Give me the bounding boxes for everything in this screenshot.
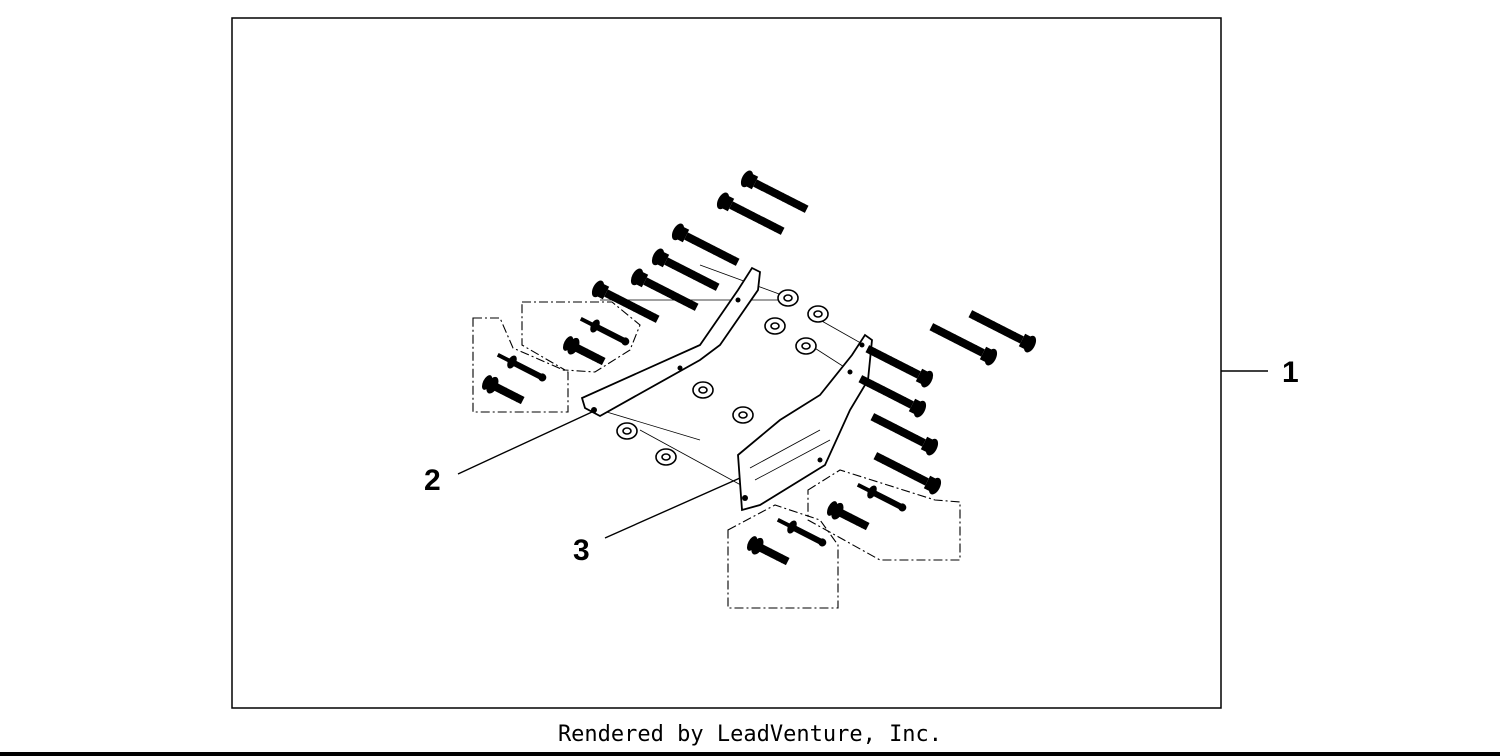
bolt-group-upper [588,168,812,328]
callout-3-leader [604,477,741,539]
bottom-rule [0,752,1500,756]
callout-1: 1 [1282,356,1299,389]
bracket-left [580,266,761,418]
footer-credit: Rendered by LeadVenture, Inc. [557,722,943,747]
callout-2: 2 [424,464,441,497]
diagram-frame [231,17,1222,709]
bolt-group-right [855,305,1040,497]
callout-2-leader [457,411,593,475]
bracket-right [737,333,873,512]
dashed-groups [472,301,961,609]
callout-3: 3 [573,534,590,567]
